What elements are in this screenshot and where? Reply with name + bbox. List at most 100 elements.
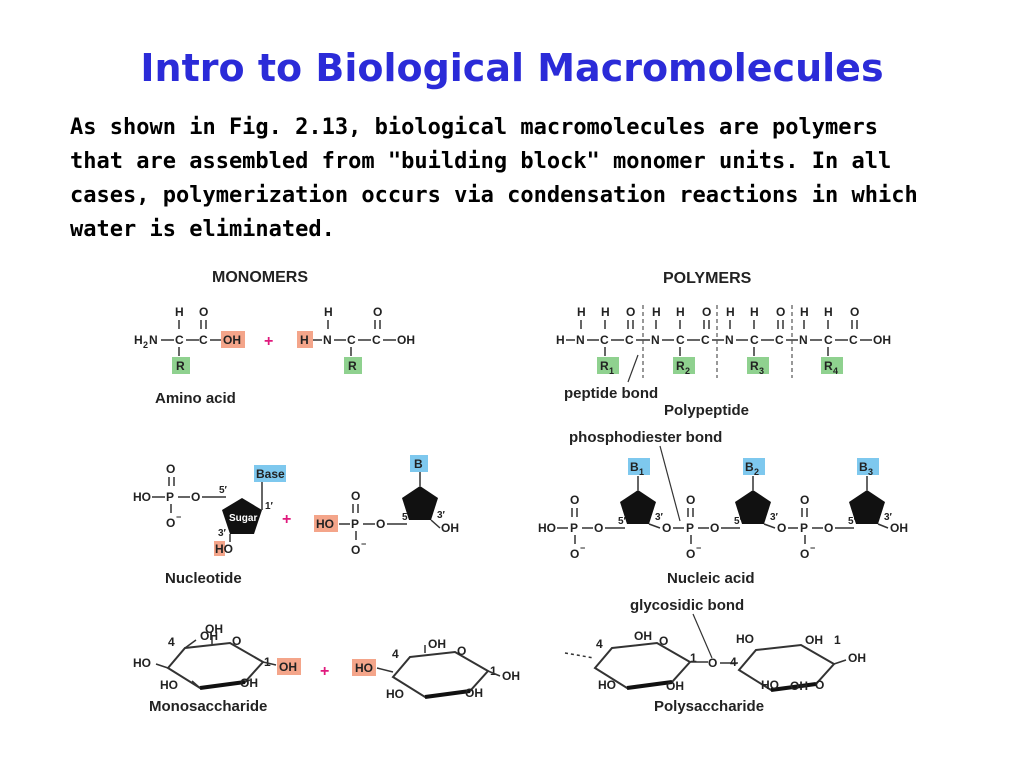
svg-text:1: 1 (639, 467, 644, 477)
svg-text:N: N (576, 333, 585, 347)
svg-text:HO: HO (316, 517, 334, 531)
svg-text:OH: OH (441, 521, 459, 535)
base-highlight (410, 455, 428, 472)
svg-text:OH: OH (502, 669, 520, 683)
svg-text:OH: OH (240, 676, 258, 690)
peptide-bond-label: peptide bond (564, 385, 658, 402)
r-group-highlight (172, 357, 190, 374)
svg-text:5′: 5′ (734, 516, 743, 527)
svg-text:2: 2 (754, 467, 759, 477)
svg-text:3: 3 (868, 467, 873, 477)
polysaccharide-structure: 4 OH O 1 HO OH O 4 HO OH 1 OH HO OH O (564, 613, 866, 693)
svg-text:1: 1 (490, 664, 497, 678)
svg-text:O: O (351, 489, 360, 503)
svg-text:5′: 5′ (618, 516, 627, 527)
svg-text:OH: OH (200, 629, 218, 643)
svg-text:O: O (800, 493, 809, 507)
svg-text:N: N (725, 333, 734, 347)
svg-text:3: 3 (759, 366, 764, 376)
svg-text:N: N (651, 333, 660, 347)
svg-text:R: R (750, 359, 759, 373)
svg-text:B: B (745, 460, 754, 474)
svg-text:R: R (348, 359, 357, 373)
svg-text:2: 2 (143, 340, 148, 350)
svg-text:OH: OH (397, 333, 415, 347)
svg-text:O: O (376, 517, 385, 531)
polypeptide-label: Polypeptide (664, 402, 749, 419)
svg-text:OH: OH (666, 679, 684, 693)
svg-text:HO: HO (133, 656, 151, 670)
svg-text:Base: Base (256, 467, 285, 481)
svg-text:OH: OH (428, 637, 446, 651)
svg-text:OH: OH (790, 679, 808, 693)
svg-text:N: N (799, 333, 808, 347)
ho-highlight (352, 659, 376, 676)
nucleotide-structure-2: HO P O O− O 5′ B 3′ OH (314, 455, 459, 557)
nucleic-acid-label: Nucleic acid (667, 570, 755, 587)
paragraph-line: water is eliminated. (70, 217, 335, 242)
svg-text:5′: 5′ (219, 485, 228, 496)
svg-text:HO: HO (736, 632, 754, 646)
svg-text:N: N (323, 333, 332, 347)
base-highlight (254, 465, 286, 482)
svg-text:C: C (849, 333, 858, 347)
amino-acid-label: Amino acid (155, 390, 236, 407)
svg-text:B: B (859, 460, 868, 474)
svg-text:OH: OH (205, 622, 223, 636)
svg-text:HO: HO (386, 687, 404, 701)
svg-text:OH: OH (465, 686, 483, 700)
svg-text:O: O (570, 547, 579, 561)
svg-text:O: O (824, 521, 833, 535)
svg-text:O: O (815, 678, 824, 692)
svg-text:HO: HO (160, 678, 178, 692)
svg-text:C: C (625, 333, 634, 347)
svg-text:N: N (149, 333, 158, 347)
intro-paragraph: As shown in Fig. 2.13, biological macrom… (70, 111, 970, 247)
svg-text:4: 4 (833, 366, 838, 376)
svg-text:C: C (701, 333, 710, 347)
svg-text:5′: 5′ (848, 516, 857, 527)
sugar-label: Sugar (229, 513, 257, 524)
svg-text:H: H (175, 305, 184, 319)
oh-highlight (277, 658, 301, 675)
svg-text:3′: 3′ (655, 512, 664, 523)
svg-text:O: O (777, 521, 786, 535)
svg-text:O: O (776, 305, 785, 319)
svg-text:OH: OH (634, 629, 652, 643)
svg-text:HO: HO (538, 521, 556, 535)
svg-text:3′: 3′ (437, 510, 446, 521)
svg-text:O: O (710, 521, 719, 535)
svg-text:−: − (810, 543, 815, 553)
plus-sign: + (320, 663, 329, 680)
svg-text:2: 2 (685, 366, 690, 376)
svg-text:H: H (824, 305, 833, 319)
ho-highlight (214, 541, 225, 556)
svg-text:O: O (800, 547, 809, 561)
svg-text:H: H (652, 305, 661, 319)
svg-text:C: C (199, 333, 208, 347)
svg-text:O: O (594, 521, 603, 535)
svg-text:C: C (750, 333, 759, 347)
svg-text:O: O (686, 547, 695, 561)
svg-text:1: 1 (609, 366, 614, 376)
svg-text:C: C (372, 333, 381, 347)
svg-text:P: P (166, 490, 174, 504)
svg-text:H: H (676, 305, 685, 319)
plus-sign: + (264, 333, 273, 350)
svg-text:4: 4 (392, 647, 399, 661)
svg-text:O: O (686, 493, 695, 507)
svg-text:O: O (626, 305, 635, 319)
svg-text:H: H (324, 305, 333, 319)
svg-text:HO: HO (133, 490, 151, 504)
svg-text:R: R (176, 359, 185, 373)
svg-text:P: P (686, 521, 694, 535)
svg-text:HO: HO (761, 678, 779, 692)
svg-text:O: O (166, 462, 175, 476)
oh-highlight (221, 331, 245, 348)
svg-text:O: O (850, 305, 859, 319)
svg-text:H: H (726, 305, 735, 319)
svg-text:−: − (361, 539, 366, 549)
